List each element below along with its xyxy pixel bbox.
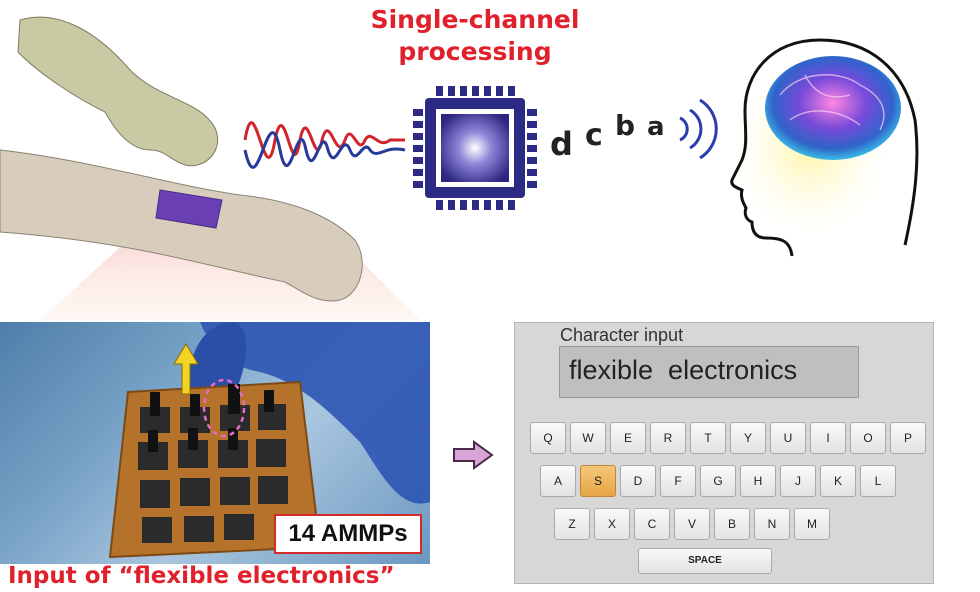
key-i[interactable]: I — [810, 422, 846, 454]
key-d[interactable]: D — [620, 465, 656, 497]
wrist-patch — [155, 189, 223, 229]
key-n[interactable]: N — [754, 508, 790, 540]
glove — [200, 322, 430, 504]
key-e[interactable]: E — [610, 422, 646, 454]
ammp-count-label: 14 AMMPs — [274, 514, 422, 554]
letter-c: c — [585, 118, 603, 153]
processor-chip-icon — [413, 86, 537, 210]
key-f[interactable]: F — [660, 465, 696, 497]
key-p[interactable]: P — [890, 422, 926, 454]
key-o[interactable]: O — [850, 422, 886, 454]
device-photo-illustration — [108, 322, 430, 559]
key-t[interactable]: T — [690, 422, 726, 454]
key-y[interactable]: Y — [730, 422, 766, 454]
character-input-field[interactable]: flexible electronics — [559, 346, 859, 398]
blue-wave — [243, 131, 406, 169]
key-c[interactable]: C — [634, 508, 670, 540]
ammp-pillars — [148, 384, 274, 452]
key-q[interactable]: Q — [530, 422, 566, 454]
processing-title: Single-channel processing — [330, 4, 620, 68]
title-line-1: Single-channel — [370, 5, 580, 34]
input-caption: Input of “flexible electronics” — [8, 563, 395, 589]
up-arrow-icon — [173, 343, 199, 395]
device-photo — [0, 322, 430, 564]
key-s[interactable]: S — [580, 465, 616, 497]
character-input-label: Character input — [560, 325, 684, 345]
ammp-array — [138, 404, 288, 543]
key-r[interactable]: R — [650, 422, 686, 454]
key-h[interactable]: H — [740, 465, 776, 497]
key-b[interactable]: B — [714, 508, 750, 540]
key-v[interactable]: V — [674, 508, 710, 540]
letter-a: a — [647, 112, 665, 142]
letter-d: d — [550, 125, 573, 163]
pressing-hand — [17, 16, 219, 167]
space-key[interactable]: SPACE — [638, 548, 772, 574]
key-m[interactable]: M — [794, 508, 830, 540]
key-k[interactable]: K — [820, 465, 856, 497]
key-g[interactable]: G — [700, 465, 736, 497]
key-j[interactable]: J — [780, 465, 816, 497]
signal-waves-icon — [679, 98, 718, 160]
right-arrow-icon — [453, 440, 494, 470]
key-l[interactable]: L — [860, 465, 896, 497]
key-w[interactable]: W — [570, 422, 606, 454]
red-wave — [243, 121, 405, 159]
letter-b: b — [615, 109, 635, 142]
pressed-key-highlight — [202, 378, 246, 438]
forearm — [0, 149, 363, 302]
brain — [765, 56, 901, 160]
title-line-2: processing — [398, 37, 552, 66]
key-a[interactable]: A — [540, 465, 576, 497]
key-x[interactable]: X — [594, 508, 630, 540]
key-u[interactable]: U — [770, 422, 806, 454]
key-z[interactable]: Z — [554, 508, 590, 540]
head-silhouette — [730, 38, 919, 257]
top-illustration: d c b a — [0, 16, 919, 320]
